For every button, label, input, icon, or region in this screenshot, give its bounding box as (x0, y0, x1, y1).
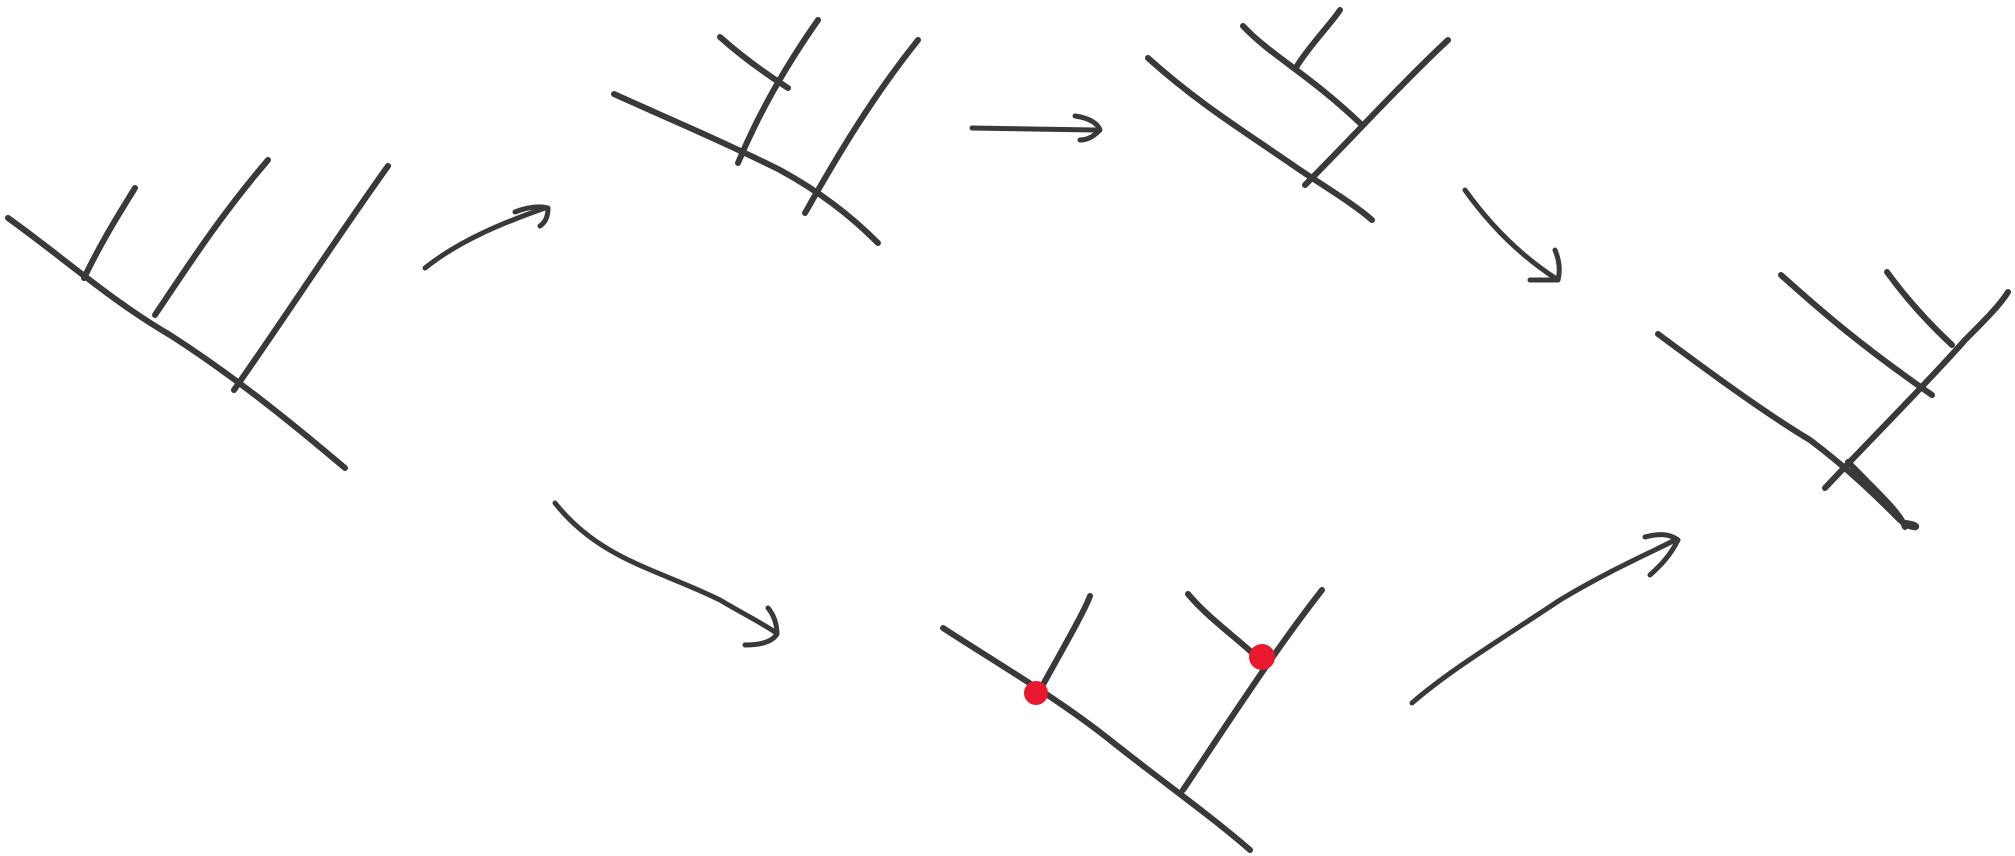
arrow-step-1-to-step-2 (969, 113, 1103, 143)
tree-step-1-branch-1 (735, 17, 821, 166)
arrow-head (512, 204, 551, 229)
marked-node-1 (1024, 681, 1048, 705)
tree-final-trunk-end (1845, 459, 1908, 530)
arrow-head (742, 605, 780, 648)
tree-alternate-branch-2 (1180, 587, 1325, 793)
tree-alternate-trunk (940, 625, 1253, 853)
tree-initial-branch-1 (81, 185, 138, 281)
arrow-shaft (1409, 537, 1678, 706)
tree-step-2-sub-branch-trunk (1240, 23, 1365, 128)
tree-final (1655, 269, 2011, 531)
arrow-initial-to-step-1 (422, 204, 551, 271)
arrow-shaft (422, 205, 548, 271)
tree-step-2-trunk (1145, 55, 1375, 223)
tree-initial-trunk (5, 215, 348, 471)
arrow-head (1527, 247, 1562, 283)
tree-step-1-trunk (611, 91, 881, 246)
tree-step-2-branch (1302, 37, 1451, 188)
arrow-initial-to-alternate (552, 500, 780, 648)
arrow-head (1072, 113, 1103, 143)
tree-final-trunk (1655, 331, 1920, 531)
tree-step-2-sub-branch-leaf (1294, 7, 1343, 69)
marked-node-2 (1249, 644, 1275, 670)
tree-initial (5, 157, 391, 471)
arrow-step-2-to-final (1462, 187, 1562, 283)
tree-initial-branch-3 (231, 163, 391, 393)
tree-step-2 (1145, 7, 1451, 223)
tree-final-sub-branch-leaf (1884, 269, 1955, 348)
tree-step-1-branch-2 (802, 37, 921, 216)
tree-alternate-branch-1 (1037, 593, 1093, 693)
tree-step-1 (611, 17, 921, 246)
tree-alternate (940, 587, 1325, 853)
tree-final-sub-branch-trunk (1778, 272, 1935, 398)
arrow-alternate-to-final (1409, 532, 1681, 706)
arrow-shaft (1462, 187, 1558, 281)
arrow-head (1642, 532, 1681, 578)
tree-final-branch (1822, 289, 2011, 491)
arrow-shaft (552, 500, 778, 635)
tree-initial-branch-2 (152, 157, 271, 318)
tree-step-1-sub-branch (717, 34, 791, 91)
arrow-shaft (969, 125, 1098, 133)
